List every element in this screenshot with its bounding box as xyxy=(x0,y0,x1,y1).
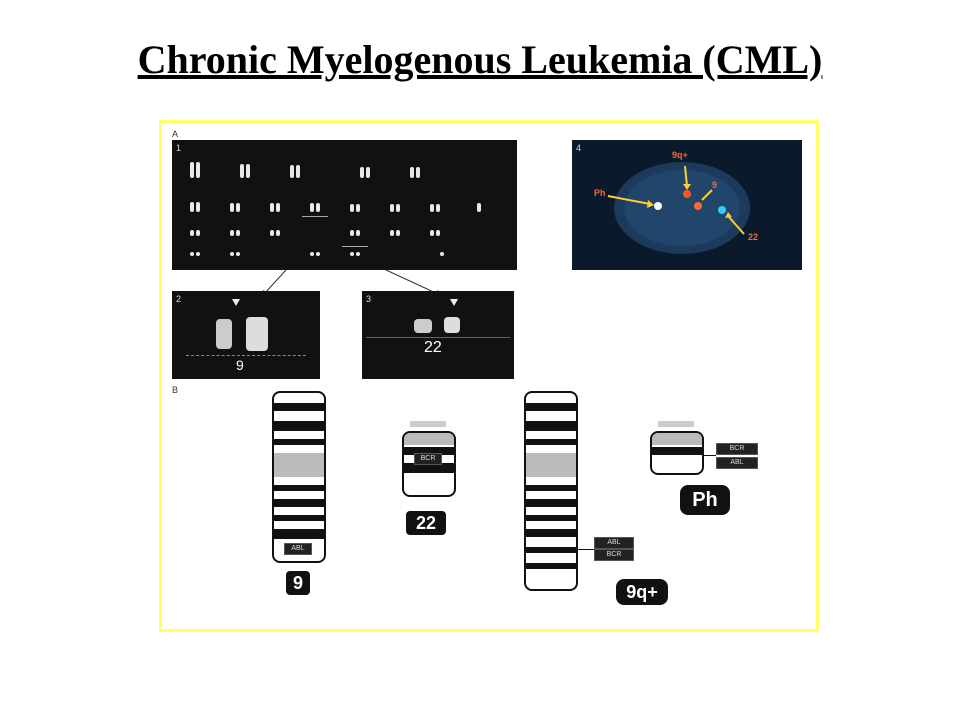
fish-panel: 4 9q+ Ph 9 22 xyxy=(572,140,802,270)
chromosome-pair xyxy=(270,230,280,236)
philadelphia-chromosome-label: Ph xyxy=(680,485,730,515)
panel-3-divider xyxy=(366,337,510,338)
chromosome-22-philadelphia xyxy=(444,317,460,333)
chromosome-pair xyxy=(350,204,360,212)
ideogram-chromosome-9 xyxy=(272,391,326,563)
fish-signal-9 xyxy=(694,202,702,210)
ideogram-chromosome-9q-plus xyxy=(524,391,578,591)
gene-abl-ph: ABL xyxy=(716,457,758,469)
panel-3-label: 3 xyxy=(366,294,372,304)
chromosome-pair xyxy=(390,230,400,236)
gene-abl-9q: ABL xyxy=(594,537,634,549)
fish-nucleus xyxy=(607,162,750,254)
panel-2-divider xyxy=(186,355,306,356)
chromosome-9q-plus-label: 9q+ xyxy=(616,579,668,605)
chromosome-22-normal xyxy=(414,319,432,333)
chromosome-pair xyxy=(390,204,400,212)
highlight-overline xyxy=(342,246,368,247)
panel-4-label: 4 xyxy=(576,143,582,153)
karyotype-figure: A 1 xyxy=(159,120,819,632)
chromosome-pair xyxy=(430,204,440,212)
chromosome-pair xyxy=(350,252,360,256)
highlight-underline xyxy=(302,216,328,217)
chromosome-pair xyxy=(190,162,200,178)
chromosome-pair xyxy=(270,203,280,212)
chromosome-pair xyxy=(477,203,481,212)
panel-3-number: 22 xyxy=(424,339,442,356)
chromosome-22-panel: 3 22 xyxy=(362,291,514,379)
chromosome-pair xyxy=(290,165,300,178)
fish-signal-22 xyxy=(718,206,726,214)
ideogram-22-satellite xyxy=(410,421,446,427)
gene-abl-chr9: ABL xyxy=(284,543,312,555)
chromosome-9-normal xyxy=(216,319,232,349)
chromosome-pair xyxy=(190,202,200,212)
chromosome-pair xyxy=(190,252,200,256)
chromosome-9-panel: 2 9 xyxy=(172,291,320,379)
fish-signal-ph xyxy=(654,202,662,210)
section-a-label: A xyxy=(172,129,179,139)
chromosome-22-label: 22 xyxy=(406,511,446,535)
chromosome-pair xyxy=(190,230,200,236)
panel-1-label: 1 xyxy=(176,143,182,153)
chromosome-pair xyxy=(310,203,320,212)
chromosome-pair xyxy=(230,252,240,256)
fish-label-ph: Ph xyxy=(594,188,606,198)
fish-label-22: 22 xyxy=(748,232,759,242)
chromosome-pair xyxy=(310,252,320,256)
chromosome-pair xyxy=(440,252,444,256)
chromosome-pair xyxy=(410,167,420,178)
chromosome-pair xyxy=(230,203,240,212)
gene-bcr-chr22: BCR xyxy=(414,453,442,465)
fish-label-9q: 9q+ xyxy=(672,150,688,160)
gene-pointer-line xyxy=(576,549,594,550)
fish-label-9: 9 xyxy=(712,180,718,190)
chromosome-9-label: 9 xyxy=(286,571,310,595)
fish-signal-9q xyxy=(683,190,691,198)
chromosome-pair xyxy=(350,230,360,236)
panel-2-label: 2 xyxy=(176,294,182,304)
down-arrow-icon xyxy=(450,299,458,306)
chromosome-pair xyxy=(240,164,250,178)
slide-title: Chronic Myelogenous Leukemia (CML) xyxy=(137,37,823,82)
chromosome-pair xyxy=(230,230,240,236)
chromosome-9-derivative xyxy=(246,317,268,351)
gene-bcr-9q: BCR xyxy=(594,549,634,561)
ideogram-ph-satellite xyxy=(658,421,694,427)
karyotype-panel: 1 xyxy=(172,140,517,270)
gene-pointer-line xyxy=(702,455,716,456)
ideogram-philadelphia-chromosome xyxy=(650,431,704,475)
gene-bcr-ph: BCR xyxy=(716,443,758,455)
chromosome-pair xyxy=(430,230,440,236)
down-arrow-icon xyxy=(232,299,240,306)
section-b-label: B xyxy=(172,385,179,395)
panel-2-number: 9 xyxy=(236,357,244,373)
chromosome-pair xyxy=(360,167,370,178)
